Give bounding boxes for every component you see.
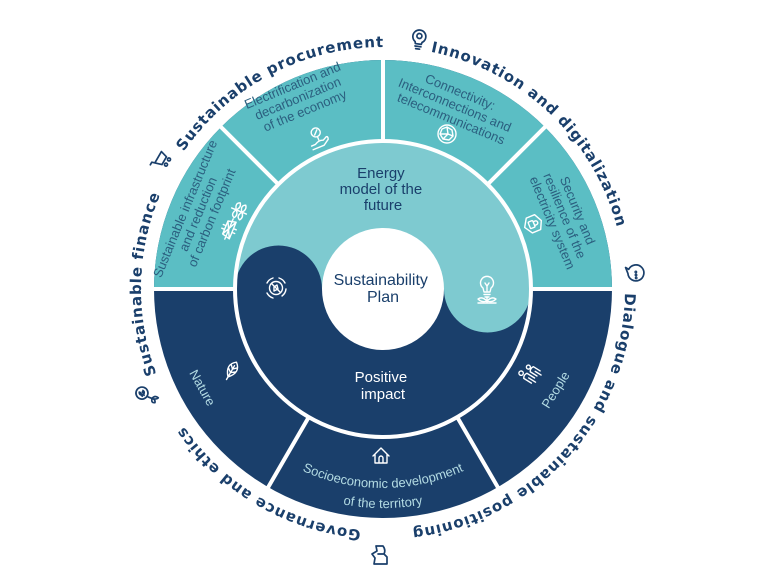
power-tower-plant-icon — [221, 202, 248, 240]
segment-socioeconomic-label-2: of the territory — [343, 492, 424, 511]
center-circle — [322, 228, 444, 350]
center-title: Sustainability Plan — [334, 272, 433, 306]
lightbulb-icon — [412, 29, 427, 51]
inner-ring-border — [233, 139, 533, 439]
lightbulb-plant-icon — [477, 275, 497, 304]
divider-bottom-right — [454, 413, 502, 493]
energy-model-line-3: future — [364, 197, 402, 214]
hand-icon — [371, 545, 388, 565]
energy-model-label: Energy model of the future — [340, 165, 427, 214]
positive-impact-line-1: Positive — [355, 369, 408, 386]
positive-impact-label: Positive impact — [355, 369, 412, 403]
divider-135 — [216, 122, 282, 188]
inner-ring — [233, 139, 533, 439]
shopping-cart-icon — [149, 150, 172, 167]
segment-dividers — [150, 56, 616, 493]
energy-model-line-1: Energy — [357, 165, 405, 182]
center-title-line-2: Plan — [367, 289, 399, 306]
chat-bubble-icon — [624, 264, 645, 282]
divider-bottom-left — [264, 413, 312, 493]
leaf-icon — [225, 361, 239, 381]
house-icon — [372, 447, 390, 464]
divider-45 — [484, 122, 550, 188]
network-globe-icon — [437, 124, 457, 144]
coin-sprout-icon — [135, 386, 160, 404]
hand-leaf-icon — [310, 127, 329, 151]
people-icon — [518, 364, 542, 384]
energy-model-line-2: model of the — [340, 181, 423, 198]
positive-impact-line-2: impact — [361, 386, 406, 403]
shield-lock-icon — [523, 213, 543, 234]
segment-socioeconomic-line-2: of the territory — [343, 492, 424, 511]
no-plastic-recycle-icon — [266, 277, 287, 299]
center-title-line-1: Sustainability — [334, 272, 428, 289]
